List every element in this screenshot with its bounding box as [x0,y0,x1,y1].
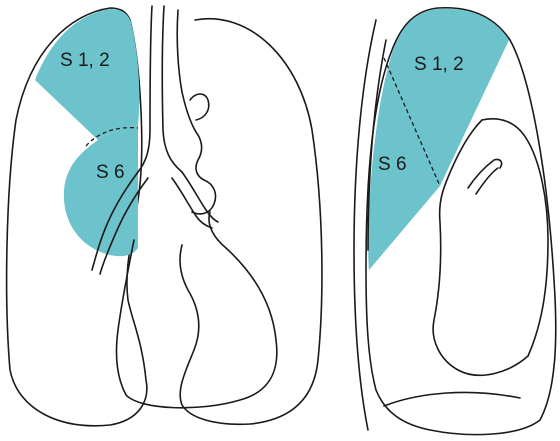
lateral-vessel-inner [476,168,498,194]
frontal-left-bronchus-inner [172,178,212,228]
lateral-s6-label: S 6 [378,154,407,175]
lateral-heart-inner [482,119,548,356]
frontal-trachea-right [162,6,182,172]
lateral-view: S 1, 2 S 6 [354,8,556,435]
frontal-view: S 1, 2 S 6 [7,6,322,426]
lateral-diaphragm [384,392,520,406]
frontal-vessel [190,94,209,120]
frontal-s12-label: S 1, 2 [60,50,110,71]
frontal-s6-label: S 6 [96,162,125,183]
frontal-s12-segment [35,9,139,140]
frontal-aortic-arch [177,10,215,214]
lateral-vessel [468,159,502,188]
lateral-s12-label: S 1, 2 [414,54,464,75]
frontal-s6-segment [64,125,138,256]
lateral-s12-s6-segment [368,9,509,270]
